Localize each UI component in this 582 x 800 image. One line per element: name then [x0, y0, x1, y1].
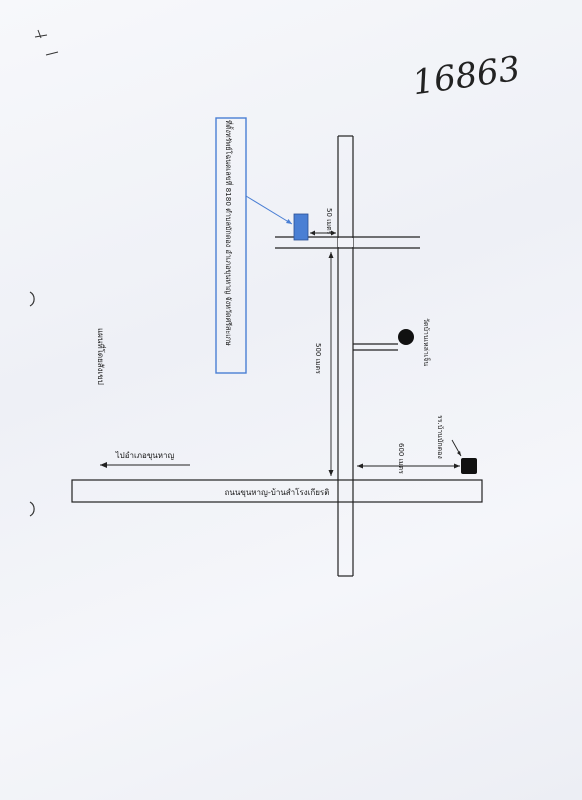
school-marker: [461, 458, 477, 474]
direction-label: ไปอำเภอขุนหาญ: [115, 451, 175, 460]
property-marker: [293, 213, 309, 241]
distance-600-label: 600 เมตร: [397, 443, 405, 474]
map-title: แผนที่โดยสังเขป: [96, 328, 107, 385]
document-number: 16863: [410, 49, 523, 104]
distance-50-label: 50 เมตร: [325, 208, 333, 235]
temple-marker: [398, 329, 414, 345]
punch-hole-top: [29, 291, 35, 307]
school-label: รร.บ้านบักดอง: [436, 415, 444, 459]
punch-hole-bottom: [29, 501, 35, 517]
distance-500-label: 500 เมตร: [314, 343, 322, 374]
main-road-label: ถนนขุนหาญ-บ้านสำโรงเกียรติ: [225, 487, 330, 497]
corner-marks: [34, 29, 59, 56]
location-label-box: [215, 117, 247, 374]
location-label: ที่ตั้งทรัพย์โฉนดเลขที่ 8180 ตำบลบักดอง …: [224, 120, 234, 346]
main-road: [71, 479, 483, 503]
location-pointer: [245, 195, 293, 225]
temple-label: วัดบ้านเหล่าเจ็น: [422, 318, 431, 366]
